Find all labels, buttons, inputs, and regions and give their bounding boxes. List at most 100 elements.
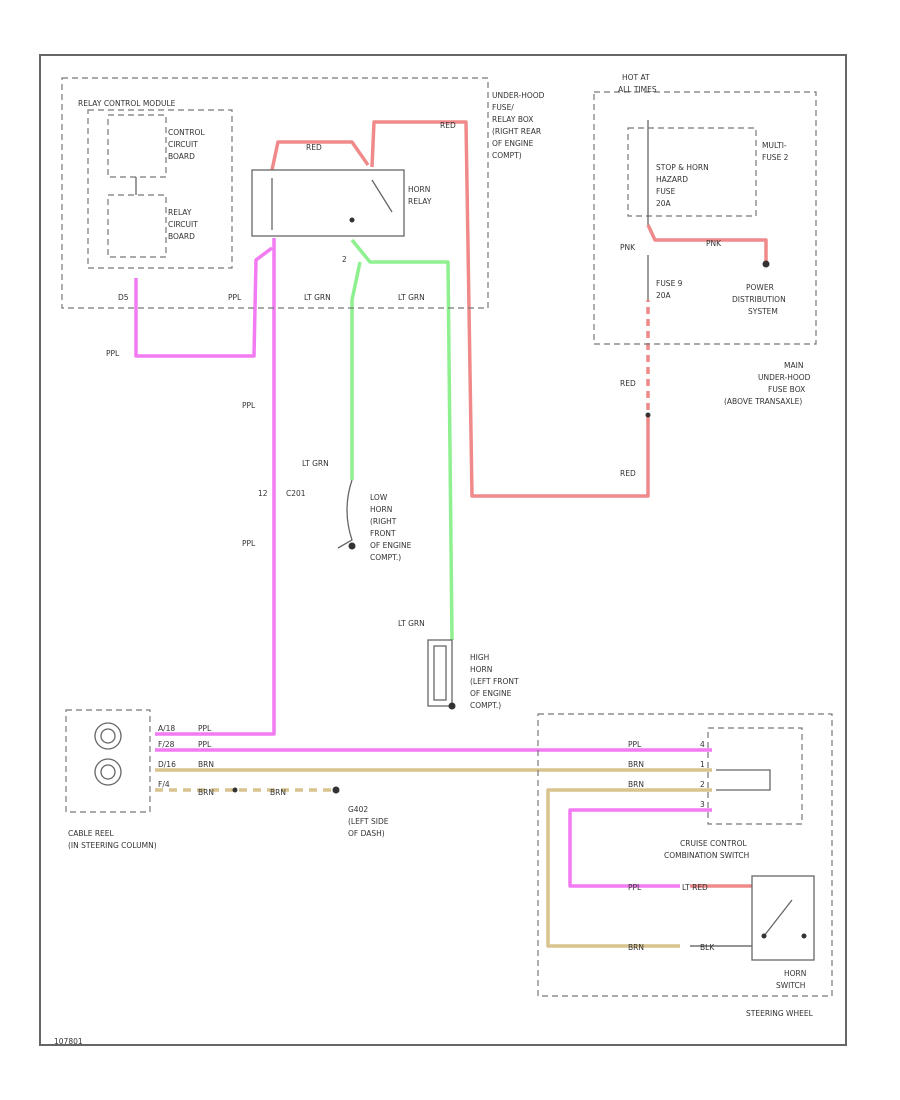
- cruise-switch-line2: COMBINATION SWITCH: [664, 851, 749, 860]
- diagram-frame: [39, 54, 847, 1046]
- relay-pin-2: 2: [342, 255, 347, 264]
- control-board-line1: CONTROL: [168, 128, 205, 137]
- fuse-9-line2: 20A: [656, 291, 672, 300]
- ppl-wire-switch-to-horn-switch: [568, 808, 712, 888]
- relay-module-pin: D5: [118, 293, 129, 302]
- wire-label-red-3: RED: [620, 379, 636, 388]
- main-fuse-line2: UNDER-HOOD: [758, 373, 811, 382]
- horn-relay-contact: [371, 179, 393, 213]
- switch-pin-2: 2: [700, 780, 705, 789]
- wire-label-red-1: RED: [306, 143, 322, 152]
- brn-wire-switch-to-horn-switch: [546, 788, 712, 948]
- wire-label-ppl-5: PPL: [198, 724, 212, 733]
- control-board-inner: [107, 114, 167, 178]
- wire-label-brn-1: BRN: [198, 760, 214, 769]
- control-board-line2: CIRCUIT: [168, 140, 198, 149]
- cable-reel-pin-3: D/16: [158, 760, 176, 769]
- power-distribution-line3: SYSTEM: [748, 307, 778, 316]
- wire-label-brn-5: BRN: [628, 780, 644, 789]
- wire-label-brn-2: BRN: [198, 788, 214, 797]
- control-board-box: [87, 109, 233, 269]
- wire-label-lt-grn-4: LT GRN: [398, 619, 425, 628]
- stop-horn-fuse-line1: STOP & HORN: [656, 163, 709, 172]
- fuse-9-connector: [645, 412, 651, 418]
- low-horn-line3: (RIGHT: [370, 517, 397, 526]
- horn-switch-symbol: [751, 875, 815, 961]
- pnk-wire-power-distribution: [646, 224, 768, 262]
- wire-label-brn-6: BRN: [628, 943, 644, 952]
- c201-label: C201: [286, 489, 306, 498]
- low-horn-ground: [348, 542, 356, 550]
- wire-label-ppl-1: PPL: [228, 293, 242, 302]
- red-wire-main-feed: [370, 120, 650, 498]
- relay-board-line3: BOARD: [168, 232, 195, 241]
- main-fuse-line1: MAIN: [784, 361, 803, 370]
- cable-reel-coil-1: [94, 722, 122, 750]
- wire-label-ppl-4: PPL: [242, 539, 256, 548]
- cable-reel-coil-1-inner: [100, 728, 116, 744]
- lt-grn-wire-relay: [350, 238, 454, 641]
- g402-line2: (LEFT SIDE: [348, 817, 389, 826]
- g402-ground: [332, 786, 340, 794]
- high-horn-line3: (LEFT FRONT: [470, 677, 519, 686]
- wire-label-lt-red: LT RED: [682, 883, 708, 892]
- cable-reel-pin-2: F/28: [158, 740, 175, 749]
- g402-line1: G402: [348, 805, 368, 814]
- power-distribution-line1: POWER: [746, 283, 774, 292]
- high-horn-ground: [448, 702, 456, 710]
- cable-reel-pin-4: F/4: [158, 780, 170, 789]
- main-fuse-box: [593, 91, 817, 345]
- steering-wheel-box: [537, 713, 833, 997]
- cable-reel-pin-1: A/18: [158, 724, 175, 733]
- wire-label-ppl-6: PPL: [198, 740, 212, 749]
- high-horn-line5: COMPT.): [470, 701, 501, 710]
- low-horn-line1: LOW: [370, 493, 388, 502]
- relay-board-line1: RELAY: [168, 208, 192, 217]
- wire-label-ppl-8: PPL: [628, 883, 642, 892]
- steering-wheel-label: STEERING WHEEL: [746, 1009, 814, 1018]
- underhood-fuse-line1: UNDER-HOOD: [492, 91, 545, 100]
- multi-fuse-line1: MULTI-: [762, 141, 787, 150]
- wire-label-pnk-1: PNK: [620, 243, 636, 252]
- main-fuse-line4: (ABOVE TRANSAXLE): [724, 397, 802, 406]
- stop-horn-fuse-line3: FUSE: [656, 187, 676, 196]
- wire-label-lt-grn-2: LT GRN: [398, 293, 425, 302]
- horn-switch-line2: SWITCH: [776, 981, 805, 990]
- horn-switch-line1: HORN: [784, 969, 806, 978]
- relay-board-line2: CIRCUIT: [168, 220, 198, 229]
- wire-label-pnk-2: PNK: [706, 239, 722, 248]
- g402-splice: [232, 787, 238, 793]
- horn-switch-pivot: [761, 933, 767, 939]
- low-horn-line6: COMPT.): [370, 553, 401, 562]
- horn-relay-line1: HORN: [408, 185, 430, 194]
- multi-fuse-box: [627, 127, 757, 217]
- control-board-line3: BOARD: [168, 152, 195, 161]
- main-fuse-line3: FUSE BOX: [768, 385, 805, 394]
- wire-label-blk: BLK: [700, 943, 715, 952]
- multi-fuse-line2: FUSE 2: [762, 153, 789, 162]
- wire-label-ppl-3: PPL: [242, 401, 256, 410]
- horn-relay-line2: RELAY: [408, 197, 432, 206]
- underhood-fuse-line4: (RIGHT REAR: [492, 127, 541, 136]
- switch-pin-3: 3: [700, 800, 705, 809]
- low-horn-line2: HORN: [370, 505, 392, 514]
- low-horn-symbol: [337, 479, 353, 549]
- cable-reel-line1: CABLE REEL: [68, 829, 115, 838]
- wire-label-lt-grn-1: LT GRN: [304, 293, 331, 302]
- wire-label-brn-3: BRN: [270, 788, 286, 797]
- cruise-switch-box: [707, 727, 803, 825]
- low-horn-line5: OF ENGINE: [370, 541, 412, 550]
- hot-at-line2: ALL TIMES: [618, 85, 657, 94]
- power-distribution-terminal: [762, 260, 770, 268]
- wire-label-red-2: RED: [440, 121, 456, 130]
- cruise-switch-contact: [716, 769, 771, 791]
- low-horn-line4: FRONT: [370, 529, 396, 538]
- high-horn-inner: [433, 645, 447, 701]
- ppl-wire-relay-module: [134, 246, 274, 358]
- wire-label-ppl-2: PPL: [106, 349, 120, 358]
- cable-reel-coil-2: [94, 758, 122, 786]
- hot-at-line1: HOT AT: [622, 73, 650, 82]
- power-distribution-line2: DISTRIBUTION: [732, 295, 786, 304]
- g402-line3: OF DASH): [348, 829, 385, 838]
- switch-pin-1: 1: [700, 760, 705, 769]
